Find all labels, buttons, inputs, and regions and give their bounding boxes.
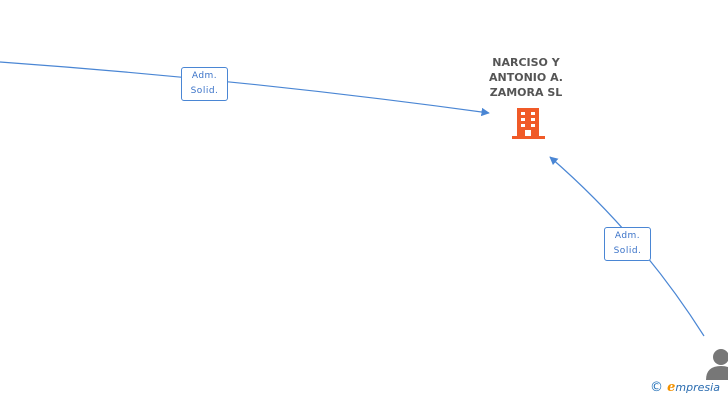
brand-logo-e: e [667, 380, 676, 395]
company-name-line-1: NARCISO Y [492, 56, 560, 69]
edge-label-right-line-2: Solid. [613, 246, 642, 256]
brand-logo-text: mpresia [675, 381, 720, 394]
copyright-symbol: © [650, 380, 663, 395]
edge-label-left-line-1: Adm. [191, 71, 218, 81]
edge-label-left: Adm. Solid. [181, 67, 228, 101]
company-name-line-3: ZAMORA SL [489, 86, 563, 99]
edge-label-right: Adm. Solid. [604, 227, 651, 261]
edge-label-right-line-1: Adm. [614, 231, 641, 241]
building-icon[interactable] [512, 108, 545, 139]
watermark: © empresia [650, 380, 720, 395]
company-name-line-2: ANTONIO A. [489, 71, 563, 84]
edge-label-left-line-2: Solid. [190, 86, 219, 96]
edge-line-left [0, 61, 490, 117]
person-icon[interactable] [706, 349, 728, 380]
company-name[interactable]: NARCISO Y ANTONIO A. ZAMORA SL [466, 55, 586, 100]
